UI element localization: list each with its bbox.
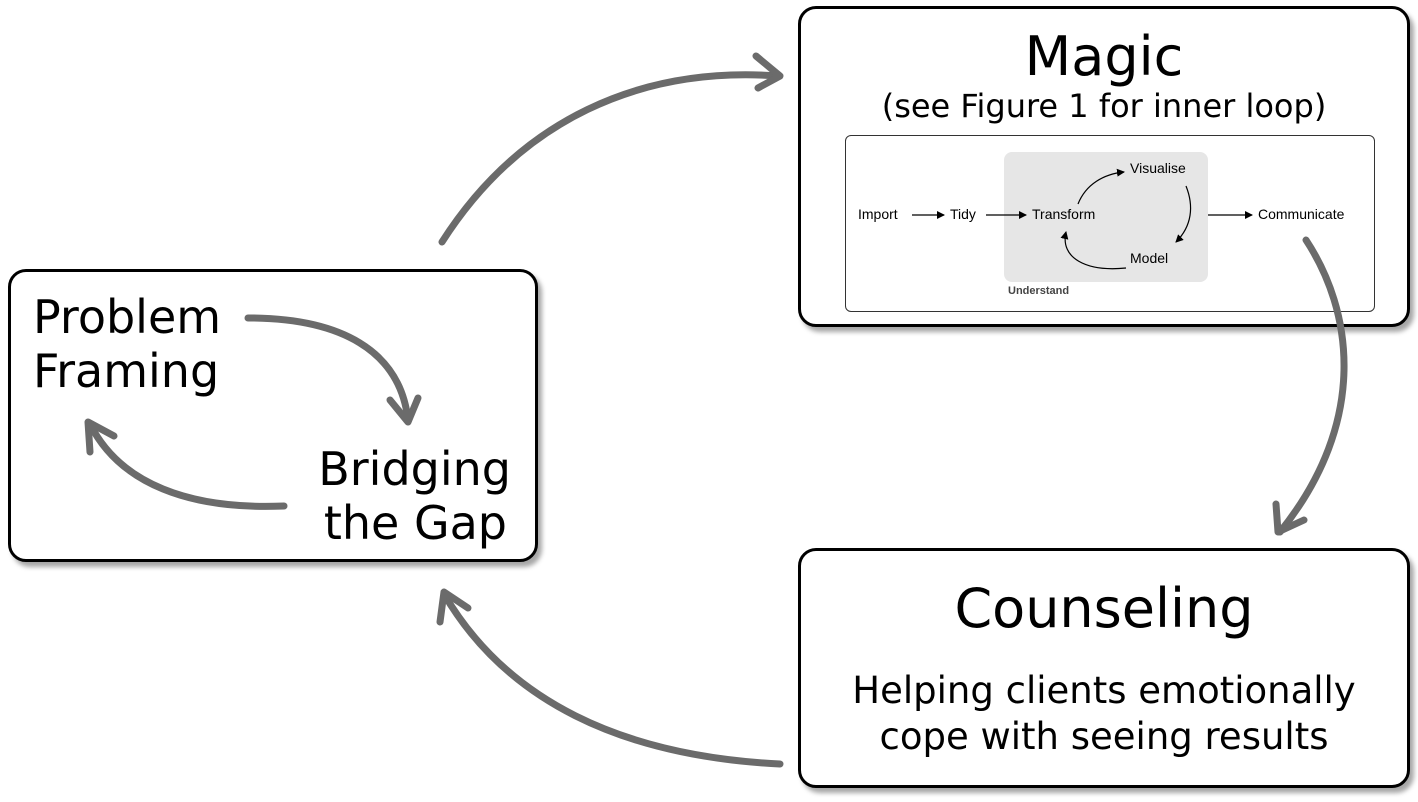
problem-framing-line2: Framing: [33, 344, 220, 398]
magic-subtitle: (see Figure 1 for inner loop): [881, 87, 1327, 125]
arrow-visualise-model: [1175, 185, 1192, 243]
arrow-magic-to-counseling: [1276, 236, 1348, 536]
inner-loop-arrows: [912, 168, 1253, 270]
arrow-gap-to-framing: [86, 420, 288, 510]
bridging-gap-line1: Bridging: [318, 442, 511, 496]
bridging-gap-line2: the Gap: [323, 496, 507, 550]
label-import: Import: [858, 206, 898, 222]
label-visualise: Visualise: [1130, 160, 1186, 176]
arrow-transform-visualise: [1077, 168, 1125, 205]
magic-box: Magic (see Figure 1 for inner loop) Impo…: [798, 6, 1410, 327]
arrow-framing-to-gap-head: [386, 394, 422, 426]
arrow-problem-to-magic: [438, 71, 782, 246]
label-model: Model: [1130, 250, 1169, 266]
arrow-gap-to-framing-head: [84, 418, 118, 456]
label-tidy: Tidy: [950, 206, 976, 222]
counseling-box: Counseling Helping clients emotionally c…: [798, 548, 1410, 788]
inner-loop-figure: Import Tidy Transform Visualise Model Co…: [845, 135, 1375, 312]
arrow-magic-to-counseling-head: [1272, 500, 1308, 536]
label-transform: Transform: [1032, 206, 1096, 222]
counseling-title: Counseling: [954, 577, 1254, 640]
magic-title: Magic: [1024, 25, 1184, 88]
arrow-counseling-to-problem: [440, 590, 784, 768]
arrow-model-transform: [1060, 231, 1127, 270]
arrow-problem-to-magic-head: [752, 52, 784, 92]
problem-framing-line1: Problem: [33, 290, 222, 344]
counseling-line1: Helping clients emotionally: [852, 669, 1356, 712]
label-understand: Understand: [1008, 285, 1070, 297]
counseling-line2: cope with seeing results: [879, 715, 1329, 758]
label-communicate: Communicate: [1258, 206, 1345, 222]
understand-region: [1004, 152, 1208, 282]
arrow-counseling-to-problem-head: [436, 588, 472, 626]
arrow-framing-to-gap: [244, 314, 412, 424]
